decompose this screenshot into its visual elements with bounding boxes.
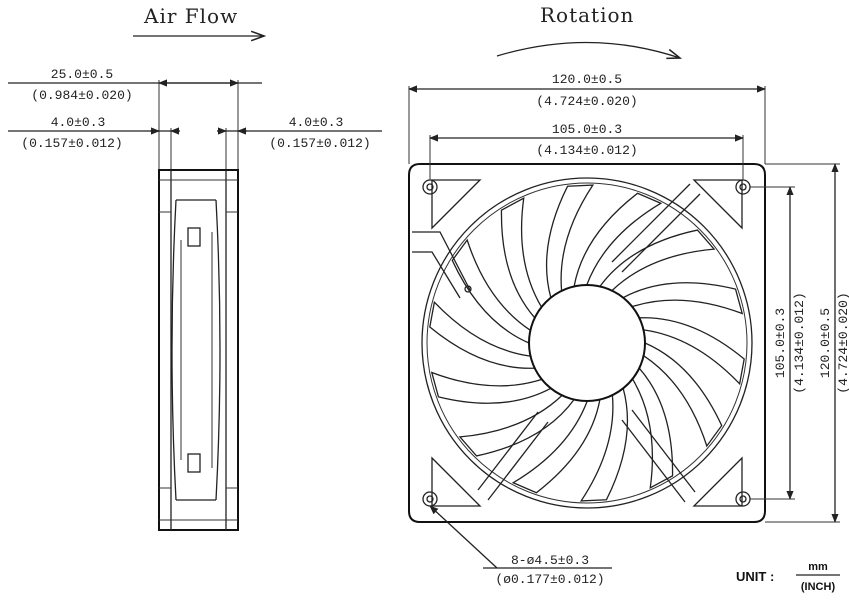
holes-inch-label: (ø0.177±0.012)	[495, 572, 604, 587]
flange-right-mm-label: 4.0±0.3	[289, 115, 344, 130]
unit-numerator: mm	[808, 561, 828, 573]
fan-blade	[573, 192, 663, 287]
unit-label: UNIT :	[736, 569, 774, 584]
fan-front-view	[408, 85, 840, 569]
fan-blade	[458, 394, 575, 457]
fan-blade	[643, 342, 723, 448]
fan-blade	[430, 371, 552, 404]
fan-blade	[511, 399, 601, 494]
rotation-arrow	[496, 41, 680, 58]
fan-blade	[631, 367, 674, 489]
v-hole-spacing-inch-label: (4.134±0.012)	[792, 292, 807, 393]
fan-side-view	[8, 79, 382, 531]
flange-right-inch-label: (0.157±0.012)	[269, 136, 370, 151]
holes-mm-label: 8-ø4.5±0.3	[511, 553, 589, 568]
fan-blade	[500, 197, 543, 319]
depth-inch-label: (0.984±0.020)	[31, 88, 132, 103]
hole-spacing-mm-label: 105.0±0.3	[552, 122, 622, 137]
v-hole-spacing-mm-label: 105.0±0.3	[773, 308, 788, 378]
hole-spacing-inch-label: (4.134±0.012)	[536, 143, 637, 158]
air-flow-title: Air Flow	[143, 4, 238, 28]
fan-blade	[579, 388, 629, 502]
fan-blade	[451, 238, 531, 344]
fan-blade	[622, 282, 744, 315]
height-inch-label: (4.724±0.020)	[836, 292, 849, 393]
width-mm-label: 120.0±0.5	[552, 72, 622, 87]
height-mm-label: 120.0±0.5	[818, 308, 833, 378]
unit-denominator: (INCH)	[801, 581, 836, 593]
rotation-title: Rotation	[540, 3, 634, 27]
flange-left-mm-label: 4.0±0.3	[51, 115, 106, 130]
width-inch-label: (4.724±0.020)	[536, 94, 637, 109]
fan-blade	[639, 317, 745, 386]
flange-left-inch-label: (0.157±0.012)	[21, 136, 122, 151]
fan-blade	[545, 184, 595, 298]
depth-mm-label: 25.0±0.5	[51, 67, 113, 82]
fan-blade	[429, 300, 535, 369]
fan-blade	[599, 229, 716, 292]
